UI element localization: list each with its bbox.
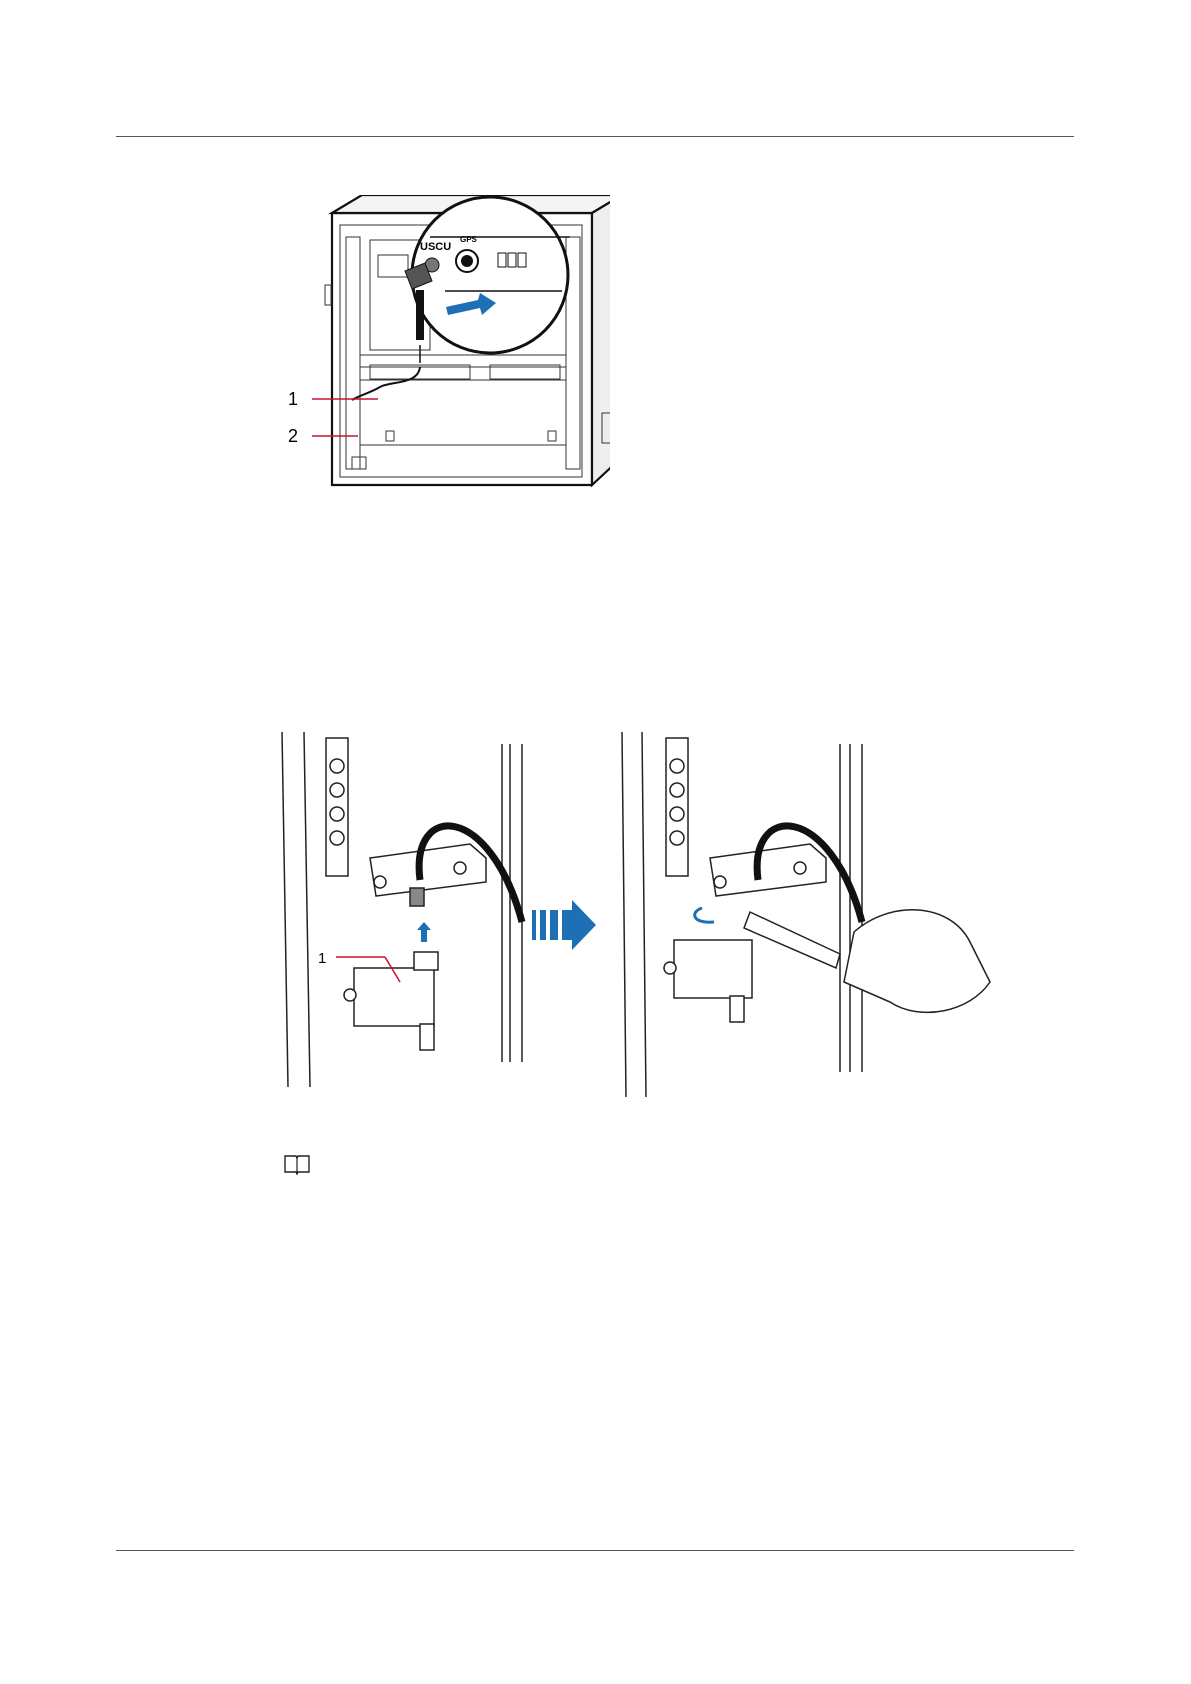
arrester-installation-figure: 1 bbox=[270, 732, 1050, 1097]
figure1-callout-1: 1 bbox=[288, 389, 298, 409]
figure1-callout-2: 2 bbox=[288, 426, 298, 446]
figure2-callout-1: 1 bbox=[318, 950, 326, 967]
inset-board-label: USCU bbox=[420, 241, 451, 253]
cabinet-gps-cable-figure: USCU GPS 1 2 bbox=[270, 195, 610, 535]
book-icon bbox=[283, 1153, 311, 1175]
inset-port-label: GPS bbox=[460, 235, 478, 244]
header-rule bbox=[116, 136, 1074, 137]
footer-rule bbox=[116, 1550, 1074, 1551]
